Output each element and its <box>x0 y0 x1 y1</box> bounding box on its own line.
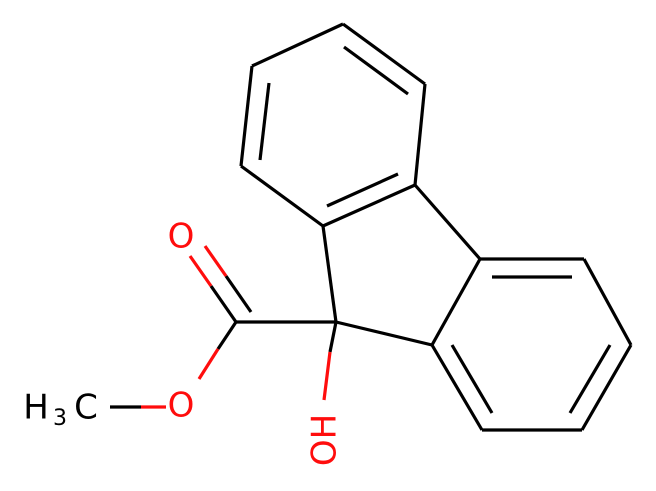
bond-c9-oh <box>328 321 338 353</box>
bond-ester-o-red <box>197 348 220 380</box>
bond-lower-ring-5-inner <box>450 344 494 414</box>
bond-upper-ring-1 <box>251 22 344 68</box>
bond-lower-ring-3-inner <box>568 344 612 414</box>
bond-carbonyl-1-black <box>209 285 238 323</box>
bond-carbonyl-2-red <box>203 245 228 277</box>
bond-upper-ring-5 <box>413 83 427 186</box>
bond-c9-lower <box>335 320 433 347</box>
bond-carbonyl-2-black <box>224 275 253 313</box>
methyl-h-label: H <box>23 388 49 428</box>
ester-oxygen-label: O <box>168 386 195 426</box>
methyl-subscript-label: 3 <box>53 406 67 431</box>
lower-benzene-ring <box>430 257 633 432</box>
bond-upper-ring-4 <box>322 183 416 228</box>
five-membered-ring <box>321 183 482 347</box>
carbonyl-oxygen-label: O <box>168 217 195 257</box>
upper-benzene-ring <box>239 22 427 228</box>
bond-upper-ring-6 <box>342 22 426 86</box>
bond-upper-ring-4-inner <box>326 172 399 208</box>
bond-upper-ring-2 <box>239 65 254 167</box>
hydroxyl-label: OH <box>305 414 345 466</box>
bond-lower-ring-6 <box>430 258 482 346</box>
bond-upper-ring-3 <box>240 164 324 228</box>
bond-upper-ring-6-inner <box>343 45 409 96</box>
bond-carbonyl-1-red <box>188 255 213 287</box>
bond-lower-ring-2 <box>582 258 633 346</box>
bond-biaryl <box>413 183 482 261</box>
bond-lower-ring-3 <box>580 344 633 431</box>
bond-c9-upper <box>321 225 338 323</box>
bond-ester-o-black <box>216 321 238 350</box>
bond-upper-ring-2-inner <box>258 82 271 161</box>
bond-lower-ring-5 <box>430 344 484 431</box>
methyl-c-label: C <box>74 388 98 428</box>
bond-c9-oh-red <box>322 351 332 401</box>
